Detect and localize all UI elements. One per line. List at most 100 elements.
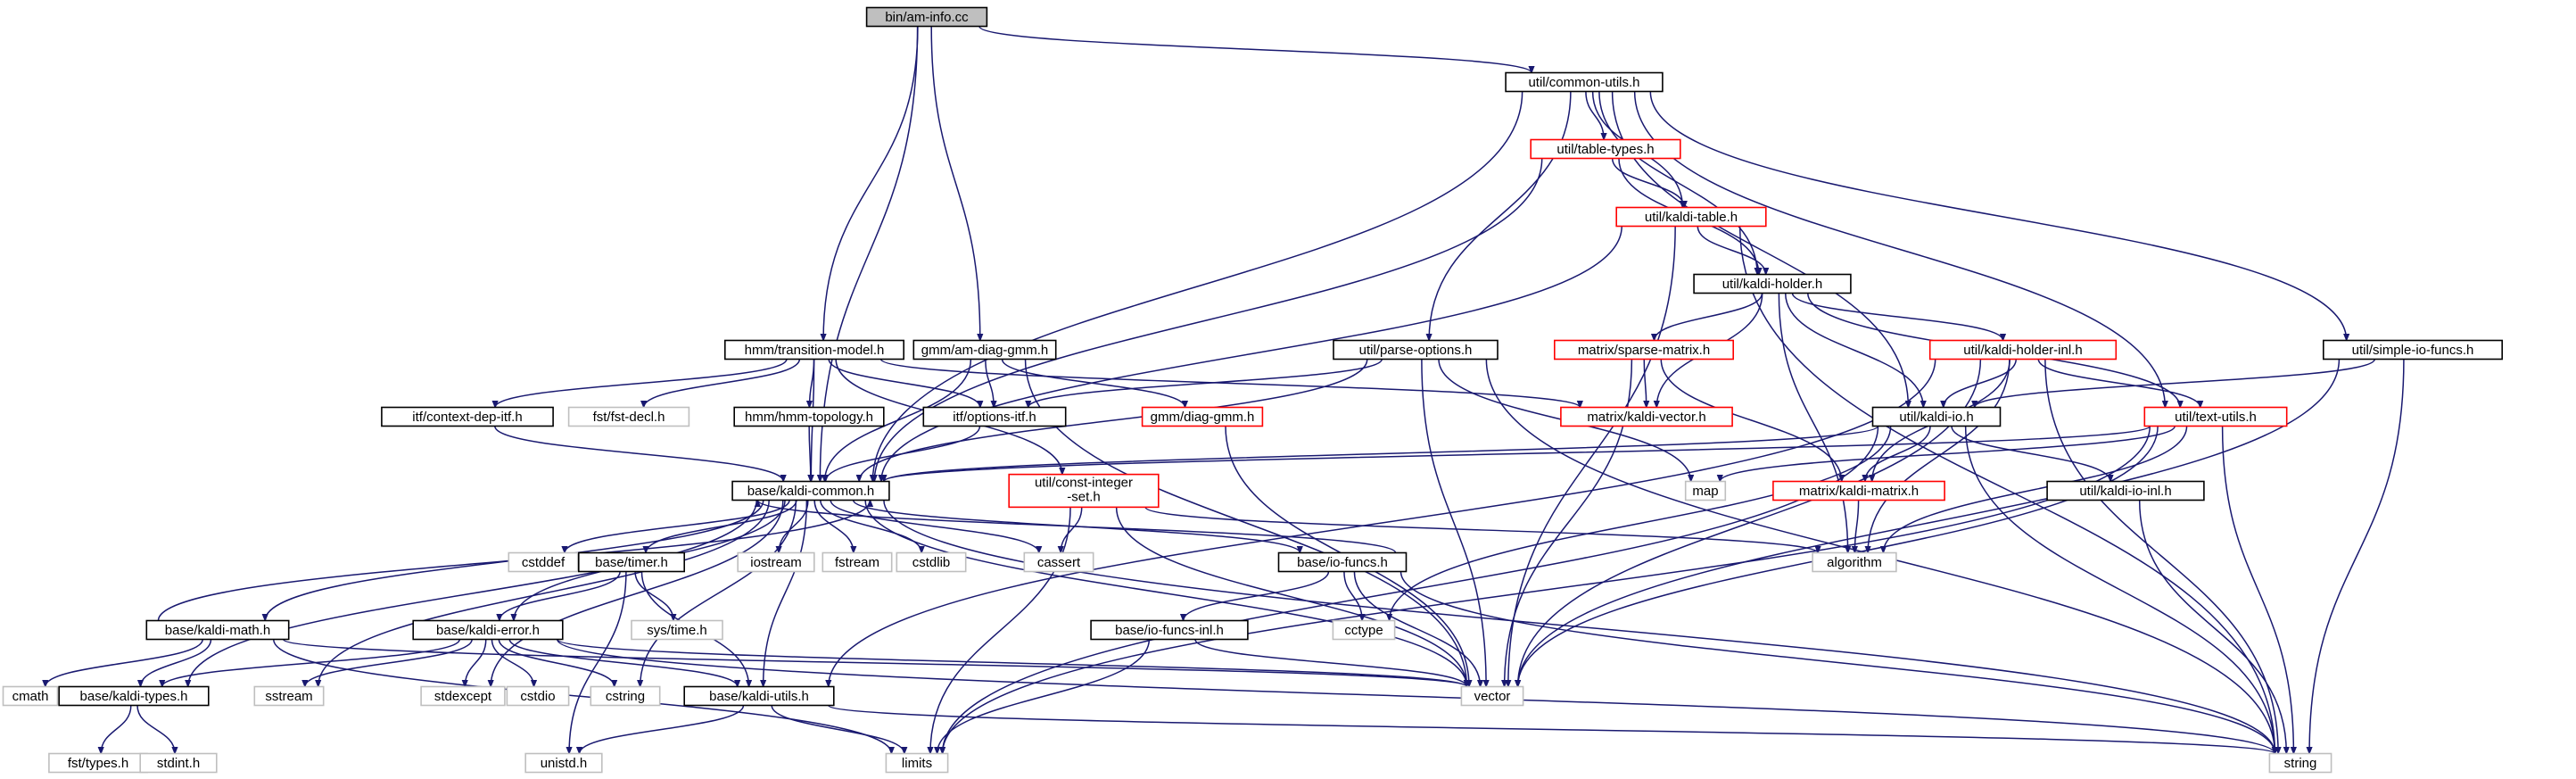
node-box	[1505, 71, 1664, 93]
node-unistd-h: unistd.h	[524, 752, 603, 774]
node-box	[1871, 406, 2002, 427]
edge-kaldi-holder-to-kaldi-io	[1784, 293, 1924, 408]
edge-kaldi-holder-inl-to-kaldi-utils	[829, 359, 1936, 687]
node-util-simple-io-funcs-h[interactable]: util/simple-io-funcs.h	[2323, 339, 2504, 360]
node-label: cstddef	[522, 555, 566, 570]
node-label: hmm/transition-model.h	[745, 343, 885, 358]
node-box	[1333, 339, 1499, 360]
node-cstring: cstring	[590, 685, 661, 707]
node-base-kaldi-common-h[interactable]: base/kaldi-common.h	[731, 480, 890, 501]
node-box	[731, 480, 890, 501]
node-label: itf/options-itf.h	[953, 410, 1036, 425]
edge-sparse-matrix-to-kaldi-vector	[1644, 359, 1647, 408]
edge-kaldi-error-to-sstream	[305, 639, 473, 687]
edge-am-info-to-transition-model	[823, 26, 919, 341]
edge-table-types-to-kaldi-common	[874, 158, 1543, 482]
node-label: matrix/kaldi-vector.h	[1587, 410, 1705, 425]
edge-kaldi-io-to-cctype	[1390, 426, 1892, 621]
node-util-kaldi-holder-inl-h[interactable]: util/kaldi-holder-inl.h	[1928, 339, 2118, 360]
node-itf-options-itf-h[interactable]: itf/options-itf.h	[922, 406, 1067, 427]
node-util-kaldi-io-inl-h[interactable]: util/kaldi-io-inl.h	[2046, 480, 2205, 501]
edge-kaldi-utils-to-limits	[771, 705, 904, 754]
node-hmm-hmm-topology-h[interactable]: hmm/hmm-topology.h	[733, 406, 885, 427]
node-box	[1615, 206, 1767, 228]
node-matrix-kaldi-vector-h[interactable]: matrix/kaldi-vector.h	[1560, 406, 1733, 427]
edge-timer-to-kaldi-error	[500, 571, 621, 621]
edge-io-funcs-to-string	[1399, 571, 2275, 754]
node-label: itf/context-dep-itf.h	[412, 410, 522, 425]
node-box	[139, 752, 218, 774]
node-base-kaldi-types-h[interactable]: base/kaldi-types.h	[58, 685, 210, 707]
edge-kaldi-error-to-stdexcept	[465, 639, 487, 687]
node-util-const-integer-set-h[interactable]: util/const-integer-set.h	[1008, 473, 1160, 509]
edge-kaldi-table-to-vector	[1508, 226, 1676, 687]
node-itf-context-dep-itf-h[interactable]: itf/context-dep-itf.h	[381, 406, 554, 427]
node-hmm-transition-model-h[interactable]: hmm/transition-model.h	[723, 339, 904, 360]
node-matrix-kaldi-matrix-h[interactable]: matrix/kaldi-matrix.h	[1772, 480, 1945, 501]
edge-common-utils-to-kaldi-holder	[1598, 91, 1757, 275]
node-label: iostream	[750, 555, 802, 570]
edge-kaldi-matrix-to-algorithm	[1854, 500, 1860, 553]
node-label: sstream	[265, 689, 312, 704]
node-box	[2323, 339, 2504, 360]
edge-kaldi-error-to-kaldi-types	[162, 639, 460, 687]
edge-kaldi-utils-to-string	[828, 704, 2275, 755]
edge-kaldi-common-to-string	[883, 500, 2275, 754]
node-box	[1530, 138, 1681, 160]
node-box	[1684, 480, 1727, 501]
edge-table-types-to-kaldi-table	[1611, 158, 1685, 208]
node-box	[381, 406, 554, 427]
node-label: stdint.h	[157, 756, 200, 771]
edge-kaldi-types-to-stdint	[136, 705, 175, 754]
edge-kaldi-error-to-cstdio	[491, 639, 533, 687]
edge-kaldi-math-to-kaldi-types	[141, 639, 212, 687]
node-label: fst/fst-decl.h	[593, 410, 665, 425]
node-util-parse-options-h[interactable]: util/parse-options.h	[1333, 339, 1499, 360]
node-sstream: sstream	[253, 685, 325, 707]
node-util-kaldi-holder-h[interactable]: util/kaldi-holder.h	[1693, 273, 1852, 294]
edge-kaldi-common-to-kaldi-utils	[764, 500, 808, 687]
edge-kaldi-common-to-timer	[646, 500, 797, 553]
node-box	[1277, 551, 1408, 573]
node-iostream: iostream	[737, 551, 815, 573]
node-base-kaldi-utils-h[interactable]: base/kaldi-utils.h	[683, 685, 835, 707]
node-util-kaldi-io-h[interactable]: util/kaldi-io.h	[1871, 406, 2002, 427]
node-box	[2, 685, 59, 707]
edge-kaldi-common-to-cstring	[640, 500, 797, 687]
node-label: base/kaldi-utils.h	[709, 689, 809, 704]
node-util-common-utils-h[interactable]: util/common-utils.h	[1505, 71, 1664, 93]
node-string: string	[2268, 752, 2332, 774]
node-label: algorithm	[1827, 555, 1882, 570]
node-base-kaldi-error-h[interactable]: base/kaldi-error.h	[412, 619, 564, 641]
edge-kaldi-error-to-string	[557, 639, 2275, 754]
edge-kaldi-error-to-kaldi-utils	[508, 639, 737, 687]
node-label: util/kaldi-table.h	[1645, 210, 1738, 225]
node-base-io-funcs-inl-h[interactable]: base/io-funcs-inl.h	[1090, 619, 1249, 641]
node-box	[1812, 551, 1897, 573]
edge-kaldi-common-to-cassert	[830, 500, 1039, 553]
nodes-layer: bin/am-info.ccutil/common-utils.hutil/ta…	[2, 6, 2504, 774]
node-matrix-sparse-matrix-h[interactable]: matrix/sparse-matrix.h	[1554, 339, 1735, 360]
node-box	[2268, 752, 2332, 774]
edge-kaldi-common-to-fstream	[813, 500, 854, 553]
node-label: cstdlib	[912, 555, 951, 570]
node-cctype: cctype	[1332, 619, 1396, 641]
node-util-kaldi-table-h[interactable]: util/kaldi-table.h	[1615, 206, 1767, 228]
node-box	[1693, 273, 1852, 294]
node-algorithm: algorithm	[1812, 551, 1897, 573]
node-label: hmm/hmm-topology.h	[745, 410, 873, 425]
node-util-text-utils-h[interactable]: util/text-utils.h	[2143, 406, 2288, 427]
node-box	[420, 685, 506, 707]
edge-kaldi-math-to-limits	[272, 639, 892, 754]
node-gmm-diag-gmm-h[interactable]: gmm/diag-gmm.h	[1141, 406, 1264, 427]
node-util-table-types-h[interactable]: util/table-types.h	[1530, 138, 1681, 160]
node-cstdio: cstdio	[506, 685, 570, 707]
edge-simple-io-funcs-to-vector	[1518, 359, 2341, 687]
node-base-kaldi-math-h[interactable]: base/kaldi-math.h	[145, 619, 290, 641]
node-base-io-funcs-h[interactable]: base/io-funcs.h	[1277, 551, 1408, 573]
edge-io-funcs-to-vector	[1353, 571, 1480, 687]
edge-hmm-topology-to-kaldi-common	[809, 426, 811, 482]
node-gmm-am-diag-gmm-h[interactable]: gmm/am-diag-gmm.h	[912, 339, 1057, 360]
edge-kaldi-utils-to-unistd	[580, 705, 745, 754]
node-base-timer-h[interactable]: base/timer.h	[577, 551, 685, 573]
